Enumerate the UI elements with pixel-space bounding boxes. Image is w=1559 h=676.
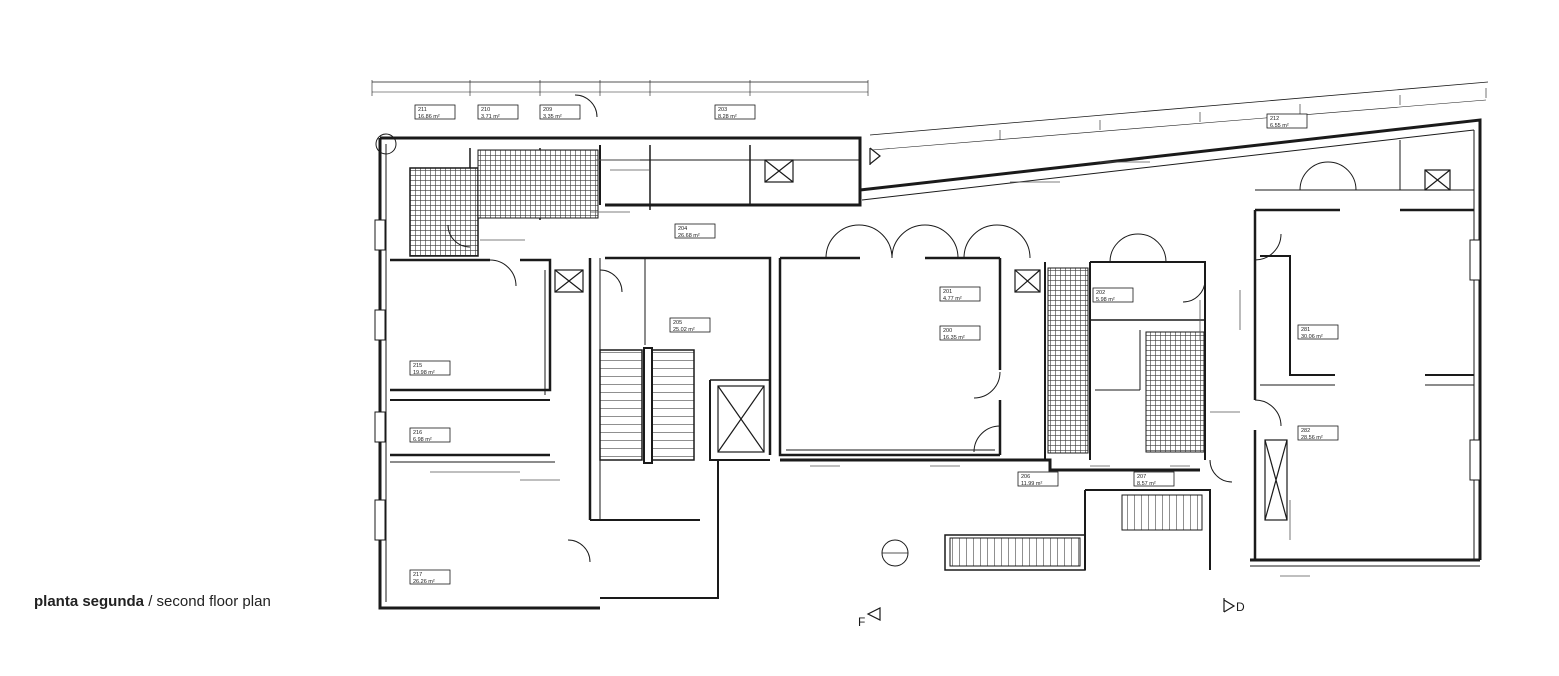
section-mark-f: F [858, 615, 865, 629]
room-code: 200 [943, 328, 952, 334]
room-area: 26.26 m² [413, 579, 435, 585]
room-area: 16.86 m² [418, 114, 440, 120]
room-code: 207 [1137, 474, 1146, 480]
room-area: 28.56 m² [1301, 435, 1323, 441]
room-code: 202 [1096, 290, 1105, 296]
plan-caption: planta segunda / second floor plan [34, 593, 271, 610]
room-code: 205 [673, 320, 682, 326]
caption-title-en: second floor plan [156, 593, 271, 610]
room-code: 217 [413, 572, 422, 578]
room-area: 19.98 m² [413, 370, 435, 376]
room-code: 204 [678, 226, 687, 232]
room-code: 211 [418, 107, 427, 113]
room-area: 3.71 m² [481, 114, 500, 120]
room-code: 212 [1270, 116, 1279, 122]
room-area: 11.99 m² [1021, 481, 1042, 487]
caption-separator: / [144, 593, 157, 610]
room-area: 26.68 m² [678, 233, 700, 239]
room-area: 3.35 m² [543, 114, 562, 120]
room-code: 203 [718, 107, 727, 113]
room-code: 281 [1301, 327, 1310, 333]
room-area: 30.06 m² [1301, 334, 1323, 340]
room-area: 8.28 m² [718, 114, 737, 120]
room-area: 16.35 m² [943, 335, 965, 341]
room-area: 8.57 m² [1137, 481, 1156, 487]
room-code: 201 [943, 289, 952, 295]
caption-title-es: planta segunda [34, 593, 145, 610]
room-code: 216 [413, 430, 422, 436]
room-code: 209 [543, 107, 552, 113]
section-mark-d: D [1236, 600, 1245, 614]
room-area: 6.55 m² [1270, 123, 1289, 129]
room-area: 4.77 m² [943, 296, 962, 302]
room-area: 5.98 m² [1096, 297, 1115, 303]
room-code: 215 [413, 363, 422, 369]
room-code: 206 [1021, 474, 1030, 480]
room-code: 210 [481, 107, 490, 113]
room-area: 25.02 m² [673, 327, 695, 333]
room-code: 282 [1301, 428, 1310, 434]
room-area: 6.98 m² [413, 437, 432, 443]
